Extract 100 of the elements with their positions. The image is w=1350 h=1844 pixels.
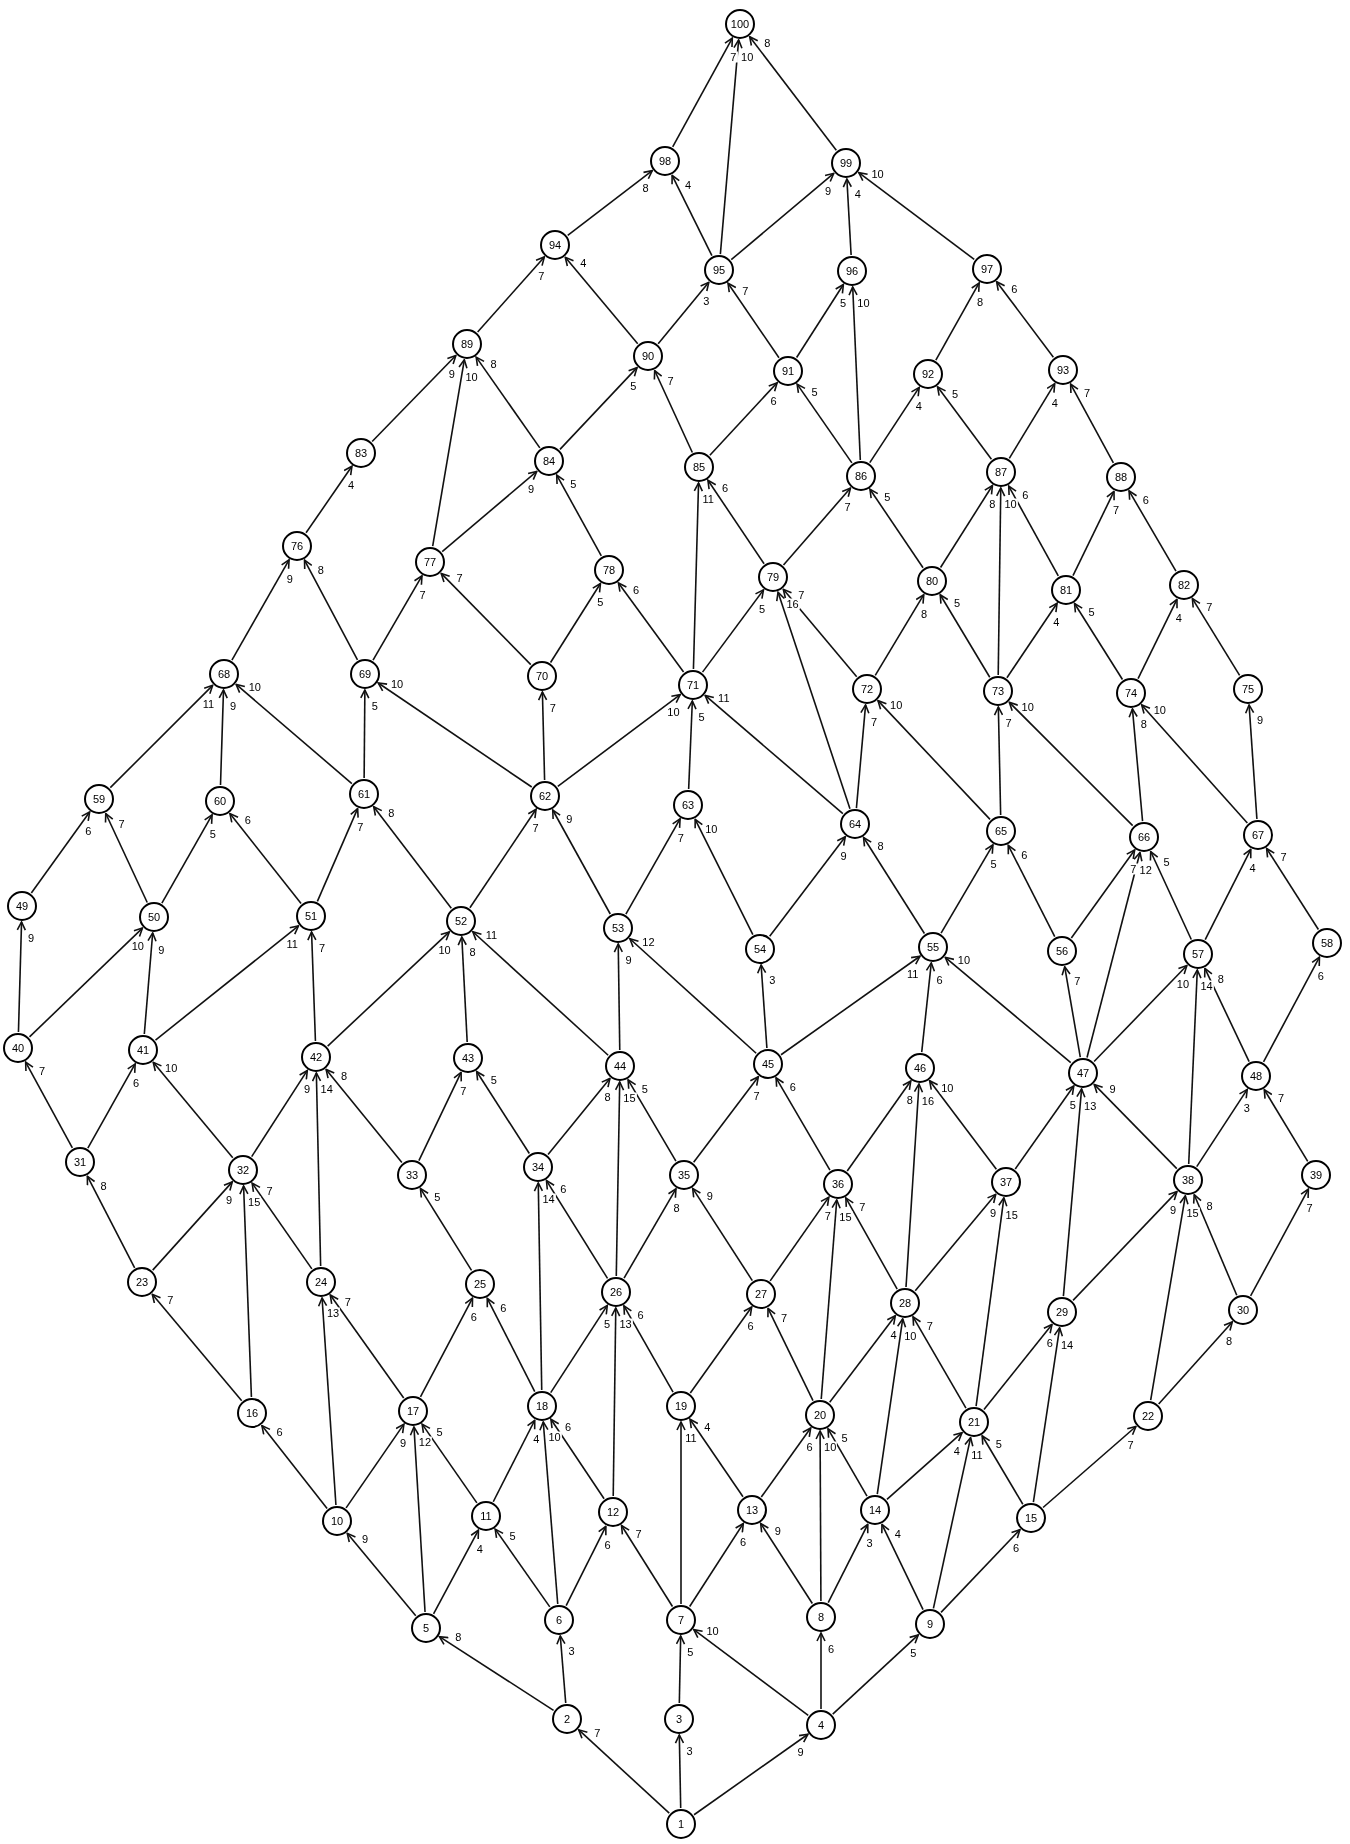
arrow [1007,485,1060,577]
arrow [303,559,359,661]
edge-label: 5 [989,858,998,870]
edge-label: 8 [1216,973,1225,985]
arrow [613,943,624,1051]
edge-label: 10 [704,823,719,835]
arrow [932,1436,974,1610]
arrow [1192,1193,1238,1297]
arrow [494,1528,551,1608]
edge-label: 3 [567,1645,576,1657]
arrow [307,931,317,1042]
arrow [432,1529,480,1615]
arrow [671,37,734,148]
edge-label: 9 [302,1083,312,1095]
edge-label: 4 [703,1421,712,1433]
arrow [689,1306,753,1394]
edge-label: 10 [940,1082,955,1093]
edge-label: 6 [935,974,944,986]
edge-label: 9 [398,1437,408,1449]
edge-label: 5 [1068,1099,1077,1111]
arrow [1070,849,1136,939]
edge-label: 10 [1003,498,1018,510]
arrow [920,962,936,1053]
arrow [676,1421,686,1605]
edge-label: 5 [208,828,217,840]
arrow [1007,844,1056,938]
edge-label: 8 [1225,1335,1234,1346]
edge-label: 9 [796,1746,805,1758]
edge-label: 7 [858,1201,867,1213]
arrow [869,488,924,569]
edge-label: 12 [1138,864,1153,876]
arrow [1006,602,1058,679]
edge-label: 12 [417,1436,432,1448]
arrow [846,1080,912,1172]
arrow [869,386,920,464]
arrow [687,700,697,790]
edge-label: 9 [839,850,848,861]
edge-label: 5 [909,1647,918,1659]
arrow [689,1418,744,1498]
arrow [557,693,681,788]
edge-label: 3 [1242,1102,1251,1114]
arrow [475,356,541,449]
arrow [694,818,754,936]
edge-label: 9 [705,1190,714,1202]
edge-label: 8 [975,296,985,308]
edge-label: 11 [970,1449,984,1461]
arrow [845,1197,898,1290]
edge-label: 16 [785,598,800,610]
edge-label: 10 [1152,704,1167,716]
edge-label: 5 [640,1083,649,1095]
arrow [767,1307,814,1402]
edge-label: 7 [729,51,738,63]
edge-label: 7 [531,822,540,834]
edge-label: 6 [84,825,93,837]
edge-label: 5 [686,1646,695,1658]
edge-label: 13 [618,1318,633,1330]
arrow [944,956,1072,1064]
edge-label: 6 [746,1320,755,1332]
arrow [577,1729,671,1814]
edge-label: 8 [489,358,498,370]
arrow [161,814,213,904]
edge-label: 8 [988,498,997,510]
arrow [775,591,851,810]
edge-label: 11 [717,692,731,704]
arrow [701,589,765,673]
arrow [1249,1188,1310,1297]
arrow [993,706,1004,816]
edge-label: 6 [559,1183,568,1195]
arrow [848,286,862,461]
arrow [1149,850,1193,941]
arrow [537,691,548,781]
edge-label: 7 [823,1210,832,1222]
arrow [1061,965,1082,1059]
arrow [1244,704,1258,820]
edge-label: 8 [316,564,325,576]
arrow [719,39,743,255]
arrow [1128,708,1144,822]
arrow [566,169,654,237]
arrow [827,1523,869,1604]
edge-label: 7 [593,1727,602,1739]
edge-label: 10 [1175,978,1191,990]
edge-label: 14 [1199,980,1214,992]
arrow [550,1418,605,1500]
edge-label: 5 [840,1432,849,1444]
arrow [842,178,853,256]
arrow [876,1318,907,1495]
edge-label: 10 [856,297,871,308]
arrow [1137,598,1178,680]
edge-label: 3 [685,1745,694,1757]
arrow [775,1077,831,1171]
edge-label: 6 [739,1536,748,1548]
edge-label: 6 [631,584,640,596]
edge-label: 8 [920,608,929,620]
edge-label: 14 [319,1083,334,1095]
arrow [886,1431,963,1501]
edge-label: 15 [1185,1207,1200,1219]
arrow [311,1072,322,1267]
edge-label: 7 [752,1090,761,1102]
arrow [440,572,532,666]
edge-label: 5 [370,700,379,712]
